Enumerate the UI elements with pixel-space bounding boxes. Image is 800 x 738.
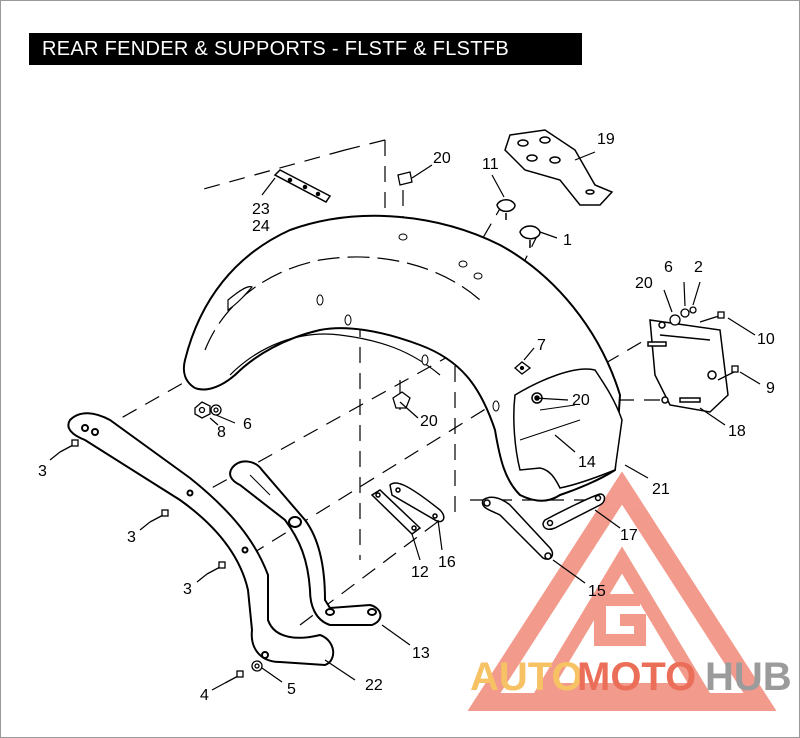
watermark-letter-g	[594, 594, 646, 646]
mounting-plates	[370, 482, 445, 535]
callout-3-top: 3	[38, 463, 47, 480]
callout-labels: 20 11 1 19 23 24 20 6 2 10 9 18 7 20 14 …	[38, 131, 775, 704]
callout-19: 19	[597, 131, 615, 148]
callout-22: 22	[365, 677, 383, 694]
watermark-triangle-outer	[467, 471, 777, 711]
trim-strip	[273, 169, 332, 203]
screws	[59, 439, 263, 684]
callout-20-panel: 20	[572, 392, 590, 409]
callout-21: 21	[652, 481, 670, 498]
callout-12: 12	[411, 564, 429, 581]
callout-11: 11	[482, 156, 499, 173]
bracket-hardware	[669, 306, 739, 381]
callout-23: 23	[252, 201, 270, 218]
fasteners-small	[194, 171, 532, 419]
rubber-bumpers	[496, 199, 541, 248]
callout-7: 7	[537, 337, 546, 354]
watermark-auto-text: AUTO	[470, 655, 583, 699]
callout-5: 5	[287, 681, 296, 698]
right-fender-support	[229, 460, 382, 626]
seat-bracket	[504, 129, 614, 206]
callout-13: 13	[412, 645, 430, 662]
callout-18: 18	[728, 423, 746, 440]
callout-leaders	[49, 151, 761, 691]
support-bracket-17	[542, 493, 606, 530]
lower-bracket	[481, 496, 554, 560]
callout-24: 24	[252, 218, 270, 235]
watermark-hub-text: HUB	[705, 655, 792, 699]
callout-20-bracket: 20	[635, 275, 653, 292]
callout-2: 2	[694, 259, 703, 276]
callout-3-middle: 3	[127, 529, 136, 546]
callout-3-bottom: 3	[183, 581, 192, 598]
callout-17: 17	[620, 527, 638, 544]
callout-14: 14	[578, 454, 596, 471]
callout-15: 15	[588, 583, 606, 600]
callout-20-top: 20	[433, 150, 451, 167]
callout-1: 1	[563, 232, 572, 249]
callout-6-fender: 6	[243, 416, 252, 433]
rear-fender	[182, 214, 622, 502]
callout-4: 4	[200, 687, 209, 704]
watermark-logo: AUTO MOTO HUB	[467, 471, 792, 711]
callout-16: 16	[438, 554, 456, 571]
callout-10: 10	[757, 331, 775, 348]
left-fender-support	[67, 412, 335, 667]
watermark-moto-text: MOTO	[577, 655, 696, 699]
license-bracket	[647, 319, 729, 413]
page-title: REAR FENDER & SUPPORTS - FLSTF & FLSTFB	[29, 33, 582, 65]
watermark-triangle-inner	[531, 546, 713, 697]
callout-6-bracket: 6	[664, 259, 673, 276]
callout-8: 8	[217, 424, 226, 441]
callout-9: 9	[766, 380, 775, 397]
callout-20-fender: 20	[420, 413, 438, 430]
